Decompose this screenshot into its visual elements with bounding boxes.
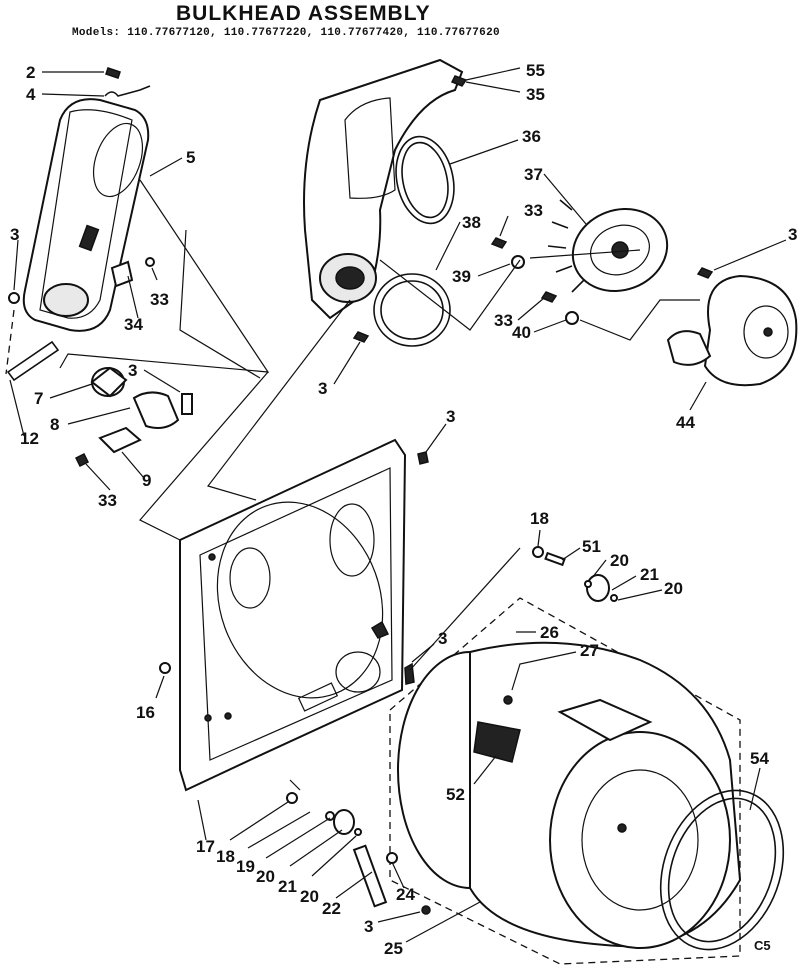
callout-7: 7: [34, 389, 43, 408]
callout-44: 44: [676, 413, 695, 432]
callout-3: 3: [438, 629, 447, 648]
drum-seal: [659, 789, 785, 951]
callout-22: 22: [322, 899, 341, 918]
seal-ring-38: [373, 273, 451, 347]
blower-housing-cover: [666, 274, 798, 387]
callout-3: 3: [318, 379, 327, 398]
callout-12: 12: [20, 429, 39, 448]
callout-18: 18: [530, 509, 549, 528]
roller-hardware-upper: [532, 546, 618, 602]
callout-54: 54: [750, 749, 769, 768]
callout-labels: 2 4 5 3 33 34 7 3 8 9 33 12 55 35 36 37 …: [10, 61, 797, 958]
callout-9: 9: [142, 471, 151, 490]
hardware-top-left: [6, 67, 155, 382]
callout-18: 18: [216, 847, 235, 866]
callout-26: 26: [540, 623, 559, 642]
callout-20: 20: [256, 867, 275, 886]
callout-17: 17: [196, 837, 215, 856]
callout-33: 33: [98, 491, 117, 510]
callout-3: 3: [128, 361, 137, 380]
callout-20: 20: [664, 579, 683, 598]
callout-20: 20: [610, 551, 629, 570]
corner-code: C5: [754, 938, 771, 953]
callout-2: 2: [26, 63, 35, 82]
blower-wheel: [547, 199, 669, 293]
callout-19: 19: [236, 857, 255, 876]
assembly-guide-lines: [5, 179, 700, 791]
callout-35: 35: [526, 85, 545, 104]
callout-3: 3: [364, 917, 373, 936]
motor-switch-group: [74, 366, 193, 468]
callout-51: 51: [582, 537, 601, 556]
seal-ring-36: [395, 135, 455, 225]
callout-33: 33: [150, 290, 169, 309]
callout-40: 40: [512, 323, 531, 342]
callout-20: 20: [300, 887, 319, 906]
callout-4: 4: [26, 85, 36, 104]
callout-24: 24: [396, 885, 415, 904]
callout-34: 34: [124, 315, 143, 334]
callout-27: 27: [580, 641, 599, 660]
callout-38: 38: [462, 213, 481, 232]
drum-assembly: [389, 597, 742, 965]
callout-5: 5: [186, 148, 195, 167]
callout-33: 33: [524, 201, 543, 220]
callout-8: 8: [50, 415, 59, 434]
callout-37: 37: [524, 165, 543, 184]
blower-housing: [303, 58, 464, 320]
callout-3: 3: [10, 225, 19, 244]
roller-hardware-lower: [159, 451, 431, 915]
callout-21: 21: [278, 877, 297, 896]
callout-3: 3: [446, 407, 455, 426]
model-numbers: Models: 110.77677120, 110.77677220, 110.…: [72, 27, 500, 39]
callout-36: 36: [522, 127, 541, 146]
bulkhead-panel: [179, 438, 407, 792]
callout-16: 16: [136, 703, 155, 722]
callout-25: 25: [384, 939, 403, 958]
callout-33: 33: [494, 311, 513, 330]
leader-arrows: [9, 67, 787, 943]
callout-3: 3: [788, 225, 797, 244]
diagram-title: BULKHEAD ASSEMBLY: [176, 2, 431, 25]
callout-55: 55: [526, 61, 545, 80]
callout-21: 21: [640, 565, 659, 584]
callout-52: 52: [446, 785, 465, 804]
callout-39: 39: [452, 267, 471, 286]
